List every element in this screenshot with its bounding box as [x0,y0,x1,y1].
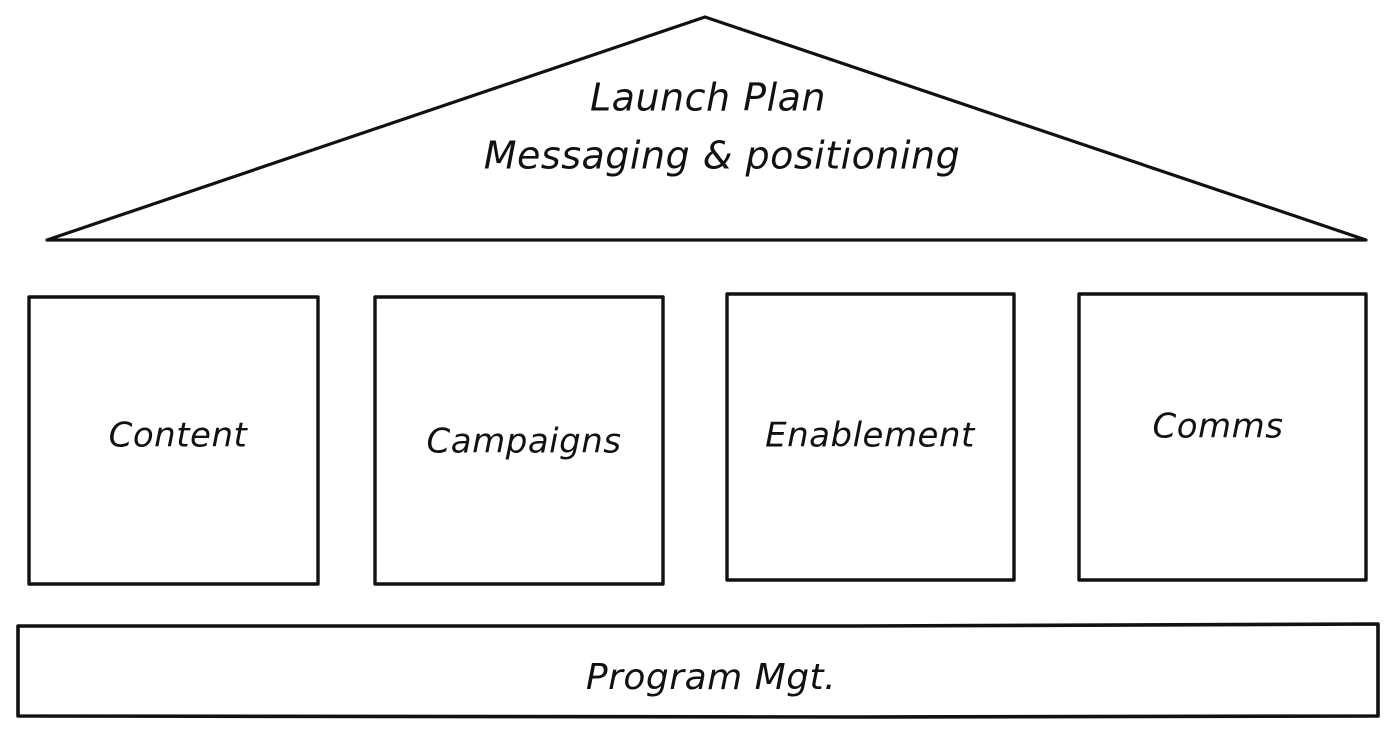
pillar-label: Enablement [765,416,976,456]
pillar-box [725,292,1016,582]
pillar-comms: Comms [1077,292,1368,582]
roof-subtitle: Messaging & positioning [484,134,961,178]
pillar-box [27,295,320,586]
pillar-enablement: Enablement [725,292,1016,582]
roof-title: Launch Plan [590,76,826,120]
pillar-campaigns: Campaigns [373,295,665,586]
pillars: Content Campaigns Enablement Comms [27,292,1368,586]
foundation: Program Mgt. [16,622,1380,719]
pillar-content: Content [27,295,320,586]
pillar-label: Comms [1153,407,1284,447]
pillar-label: Content [109,416,249,456]
foundation-label: Program Mgt. [586,657,836,698]
roof-triangle [45,15,1368,242]
foundation-box [16,622,1380,719]
pillar-label: Campaigns [427,422,622,462]
pillar-box [373,295,665,586]
roof: Launch Plan Messaging & positioning [45,15,1368,242]
pillar-box [1077,292,1368,582]
